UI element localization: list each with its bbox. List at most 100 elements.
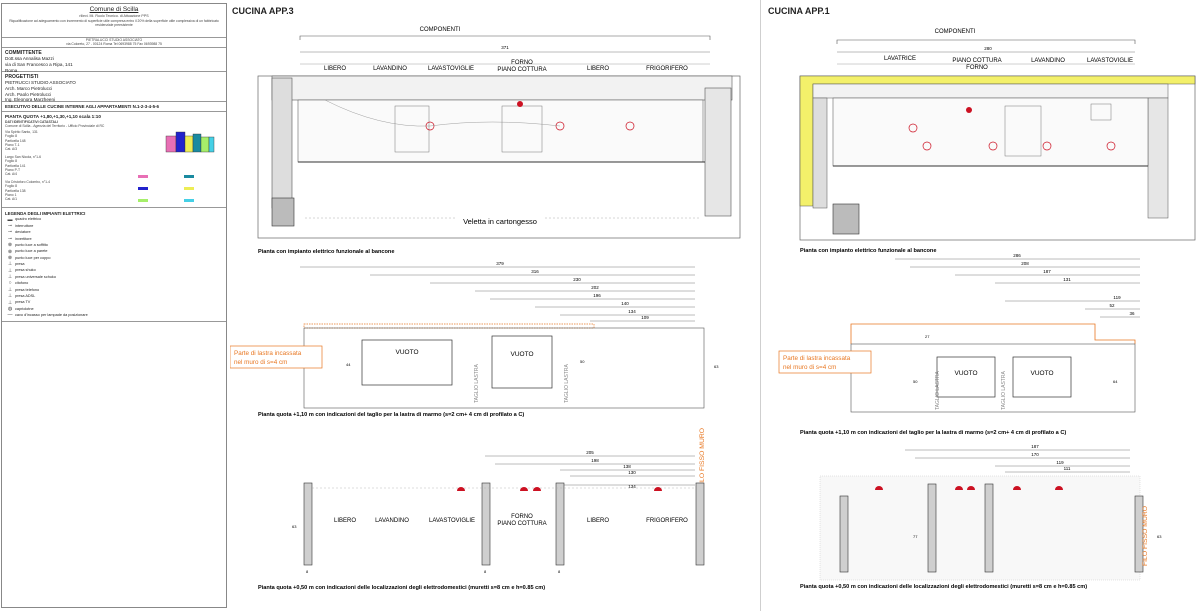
dim-text: 63 — [714, 364, 719, 369]
parcel-item: Via Cristoforo Colombo, n°1-4 Foglio 8 P… — [5, 180, 223, 202]
legend-item: ⊗punto luce per coppo — [5, 255, 223, 261]
legend-item: ⊥presa ADSL — [5, 293, 223, 299]
legend-symbol-icon: ○ — [8, 280, 12, 287]
legend-symbol-icon: ⊥ — [7, 293, 13, 300]
left-taglio-2: TAGLIO LASTRA — [564, 364, 570, 403]
right-plan-3-dimensions: 187 170 119 111 — [905, 444, 1130, 473]
right-plan-2-dimensions: 286 208 187 131 119 52 36 — [895, 253, 1140, 318]
right-slab — [850, 343, 1136, 413]
left-title: CUCINA APP.3 — [232, 6, 294, 16]
legend-label: punto luce a soffitto — [15, 242, 48, 247]
legend-label: punto luce per coppo — [15, 255, 51, 260]
right-wall-side — [812, 97, 828, 209]
right-plan-2: VUOTO VUOTO TAGLIO LASTRA TAGLIO LASTRA … — [778, 323, 1136, 413]
right-socket-red-icon — [967, 486, 975, 490]
left-plan-2: VUOTO VUOTO TAGLIO LASTRA TAGLIO LASTRA … — [230, 323, 719, 409]
legend-item: ⊥presa telefono — [5, 287, 223, 293]
right-hob — [1004, 105, 1042, 157]
dim-text: 44 — [346, 362, 351, 367]
parcel-line: Cat. A/3 — [5, 147, 18, 152]
right-muretto — [927, 483, 937, 573]
left-orange-note-line1: Parte di lastra incassata — [234, 350, 302, 357]
right-socket-red-icon — [1055, 486, 1063, 490]
dim-text: 208 — [1021, 261, 1029, 266]
progettisti-block: PROGETTISTI PIETRUCCI STUDIO ASSOCIATO A… — [2, 72, 226, 102]
left-appliance-lavandino: LAVANDINO — [375, 518, 409, 524]
parcel-line: Via Cristoforo Colombo, n°1-4 — [5, 180, 51, 185]
parcel-line: Piano P-T — [5, 167, 21, 172]
dim-text: 316 — [531, 269, 539, 274]
right-vuoto-2: VUOTO — [1031, 370, 1054, 377]
left-orange-note-box — [230, 345, 323, 369]
legend-item: ⊥presa shuko — [5, 268, 223, 274]
swatch — [184, 198, 194, 202]
left-pillar — [271, 197, 295, 227]
right-label-lavatrice: LAVATRICE — [884, 56, 916, 62]
legend-symbol-icon: ⊗ — [7, 254, 13, 261]
left-drawing: COMPONENTI 371 LIBERO LAVANDINO LAVASTOV… — [230, 27, 741, 591]
legend-label: presa shuko — [15, 268, 36, 273]
right-taglio-1: TAGLIO LASTRA — [935, 371, 941, 410]
legend-label: presa TV — [15, 300, 31, 305]
comune-description: Riqualificazione ad adeguamento con incr… — [9, 18, 219, 27]
dati-subtitle: Comune di Scilla - Agenzia del Territori… — [5, 123, 105, 128]
right-light-point-icon — [988, 141, 998, 151]
left-veletta-text: Veletta in cartongesso — [463, 217, 537, 226]
swatch — [184, 186, 194, 190]
left-sink — [394, 105, 430, 153]
right-muretto — [1134, 495, 1144, 573]
dim-text: 109 — [641, 315, 649, 320]
legend-symbol-icon: ⊸ — [7, 229, 13, 236]
legend-item: ⊸invertitore — [5, 236, 223, 242]
left-wall-top — [271, 75, 733, 101]
dim-text: 379 — [496, 261, 504, 266]
right-plan-3-hatch — [819, 475, 1141, 581]
legend-item: ⊥presa — [5, 261, 223, 267]
legend-symbol-icon: ⊥ — [7, 267, 13, 274]
dati-heading: DATI IDENTIFICATIVI CATASTALI — [5, 119, 58, 124]
legend-label: deviatore — [15, 230, 31, 235]
left-appliance-lavastoviglie: LAVASTOVIGLIE — [429, 518, 475, 524]
swatch — [138, 174, 148, 178]
parcel-list: Via Spirito Santo, 131 Foglio 8 Particel… — [5, 130, 223, 202]
left-socket-red-icon — [517, 101, 523, 107]
right-slab-recess — [850, 323, 1136, 344]
dim-text: 134 — [628, 309, 636, 314]
left-caption-1: Pianta con impianto elettrico funzionale… — [258, 249, 394, 255]
right-plan-1 — [799, 75, 1196, 241]
legend-item: ○citofono — [5, 280, 223, 286]
left-counter — [297, 99, 704, 163]
left-plan-3: LIBERO LAVANDINO LAVASTOVIGLIE FORNO PIA… — [292, 482, 705, 574]
dim-text: 230 — [573, 277, 581, 282]
dim-text: 140 — [621, 301, 629, 306]
parcel-line: Foglio 8 — [5, 159, 18, 164]
legend-symbol-icon: ⊥ — [7, 286, 13, 293]
swatch — [184, 174, 194, 178]
right-caption-3: Pianta quota +0,50 m con indicazioni del… — [800, 584, 1087, 590]
legend-symbol-icon: ⊸ — [7, 235, 13, 242]
pianta-block: PIANTA QUOTA +1,80,+1,30,+1,10 scala 1:1… — [2, 112, 226, 208]
left-label-lavandino: LAVANDINO — [373, 66, 407, 72]
dim-text: 8 — [484, 569, 487, 574]
swatch-row — [138, 182, 226, 194]
parcel-line: Cat. A/1 — [5, 197, 18, 202]
legend-symbol-icon: — — [7, 312, 13, 319]
dim-text: 8 — [558, 569, 561, 574]
left-appliance-piano-cottura: PIANO COTTURA — [497, 521, 546, 527]
right-cutout-1 — [936, 356, 996, 398]
comune-title: Comune di Scilla — [89, 6, 139, 13]
left-socket-red-icon — [533, 487, 541, 491]
right-componenti-bracket — [836, 39, 1136, 44]
legend-label: presa — [15, 262, 25, 267]
left-vuoto-1: VUOTO — [396, 349, 419, 356]
right-light-point-icon — [1042, 141, 1052, 151]
dim-text: 50 — [580, 359, 585, 364]
left-light-point-icon — [555, 121, 565, 131]
left-label-piano-cottura: PIANO COTTURA — [497, 67, 546, 73]
right-caption-2: Pianta quota +1,10 m con indicazioni del… — [800, 430, 1066, 436]
progettisti-line: Arch. Paolo Pietrolucci — [5, 91, 52, 97]
right-socket-red-icon — [955, 486, 963, 490]
left-plan-1: Veletta in cartongesso — [257, 75, 741, 239]
left-taglio-1: TAGLIO LASTRA — [474, 364, 480, 403]
